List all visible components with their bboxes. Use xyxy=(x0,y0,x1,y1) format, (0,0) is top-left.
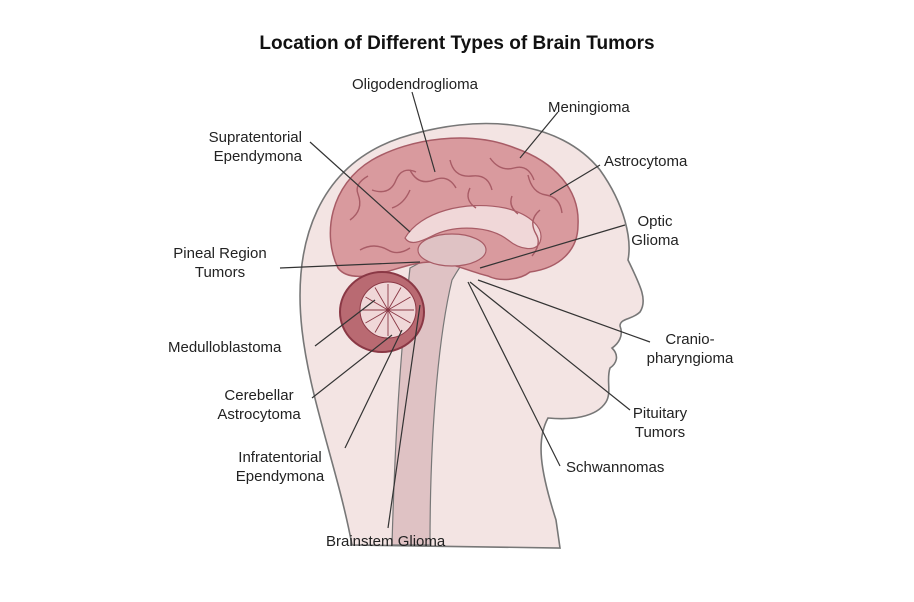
label-brainstem-glioma: Brainstem Glioma xyxy=(326,533,446,550)
label-optic-glioma: Optic Glioma xyxy=(620,212,690,250)
leader-pineal xyxy=(279,261,421,269)
label-cranio-line2: pharyngioma xyxy=(646,350,734,367)
thalamus xyxy=(417,233,487,267)
label-oligodendroglioma: Oligodendroglioma xyxy=(352,76,478,93)
label-meningioma: Meningioma xyxy=(548,99,630,116)
label-craniopharyngioma: Cranio- pharyngioma xyxy=(634,330,746,368)
label-astrocytoma: Astrocytoma xyxy=(604,153,688,170)
label-pituitary-tumors: Pituitary Tumors xyxy=(620,404,700,442)
leader-astrocytoma xyxy=(549,164,601,196)
label-cerebellar-line1: Cerebellar xyxy=(224,387,294,404)
brain-fold xyxy=(489,157,535,181)
leader-cranio xyxy=(477,279,651,343)
label-infratentorial-ependymona: Infratentorial Ependymona xyxy=(220,448,340,486)
leader-optic xyxy=(479,224,626,269)
leader-oligodendroglioma xyxy=(411,91,436,173)
brain-fold xyxy=(531,209,541,257)
cerebellum-arbor-line xyxy=(365,296,389,311)
label-pituitary-line1: Pituitary xyxy=(632,405,688,422)
label-schwannomas: Schwannomas xyxy=(566,459,665,476)
label-supratentorial-line1: Supratentorial xyxy=(208,129,302,146)
leader-medulloblastoma xyxy=(314,299,376,347)
label-infratentorial-line2: Ependymona xyxy=(235,468,325,485)
label-infratentorial-line1: Infratentorial xyxy=(238,449,322,466)
brain-folds xyxy=(349,157,563,257)
leader-supratentorial xyxy=(309,141,411,233)
brain-fold xyxy=(409,169,457,189)
brain-fold xyxy=(449,159,493,191)
label-cerebellar-astrocytoma: Cerebellar Astrocytoma xyxy=(204,386,314,424)
cerebellum-arbor-line xyxy=(387,309,402,333)
brain-fold xyxy=(467,187,477,209)
label-optic-line1: Optic xyxy=(637,213,673,230)
brain-fold xyxy=(359,245,411,254)
brain-fold xyxy=(391,189,411,209)
brain-fold xyxy=(371,169,417,193)
cerebellum-arbor-line xyxy=(365,309,389,324)
label-pineal-line2: Tumors xyxy=(194,264,246,281)
label-pineal-line1: Pineal Region xyxy=(173,245,267,262)
label-cranio-line1: Cranio- xyxy=(665,331,715,348)
cerebellum-arbor xyxy=(362,284,414,336)
cerebellum-arbor-line xyxy=(387,287,402,311)
label-medulloblastoma: Medulloblastoma xyxy=(168,339,282,356)
cerebellum-arbor-line xyxy=(374,309,389,333)
label-supratentorial-line2: Ependymona xyxy=(213,148,302,165)
label-pineal-region-tumors: Pineal Region Tumors xyxy=(160,244,280,282)
leader-brainstem xyxy=(387,304,421,529)
brain-fold xyxy=(527,174,563,214)
label-cerebellar-line2: Astrocytoma xyxy=(217,406,301,423)
label-supratentorial-ependymona: Supratentorial Ependymona xyxy=(180,128,302,166)
leader-lines xyxy=(279,91,651,529)
label-optic-line2: Glioma xyxy=(631,232,679,249)
diagram-title: Location of Different Types of Brain Tum… xyxy=(259,33,655,54)
leader-meningioma xyxy=(519,111,559,159)
leader-pituitary xyxy=(469,281,631,411)
brain-fold xyxy=(349,175,369,221)
leader-cerebellar xyxy=(311,334,393,399)
brain-fold xyxy=(510,195,519,215)
leader-schwannomas xyxy=(467,281,561,467)
cerebellum-arbor-line xyxy=(387,296,411,311)
leader-infratentorial xyxy=(344,329,403,449)
cerebellum-arbor-line xyxy=(374,287,389,311)
cerebellum-arbor-line xyxy=(387,309,411,324)
label-pituitary-line2: Tumors xyxy=(634,424,686,441)
